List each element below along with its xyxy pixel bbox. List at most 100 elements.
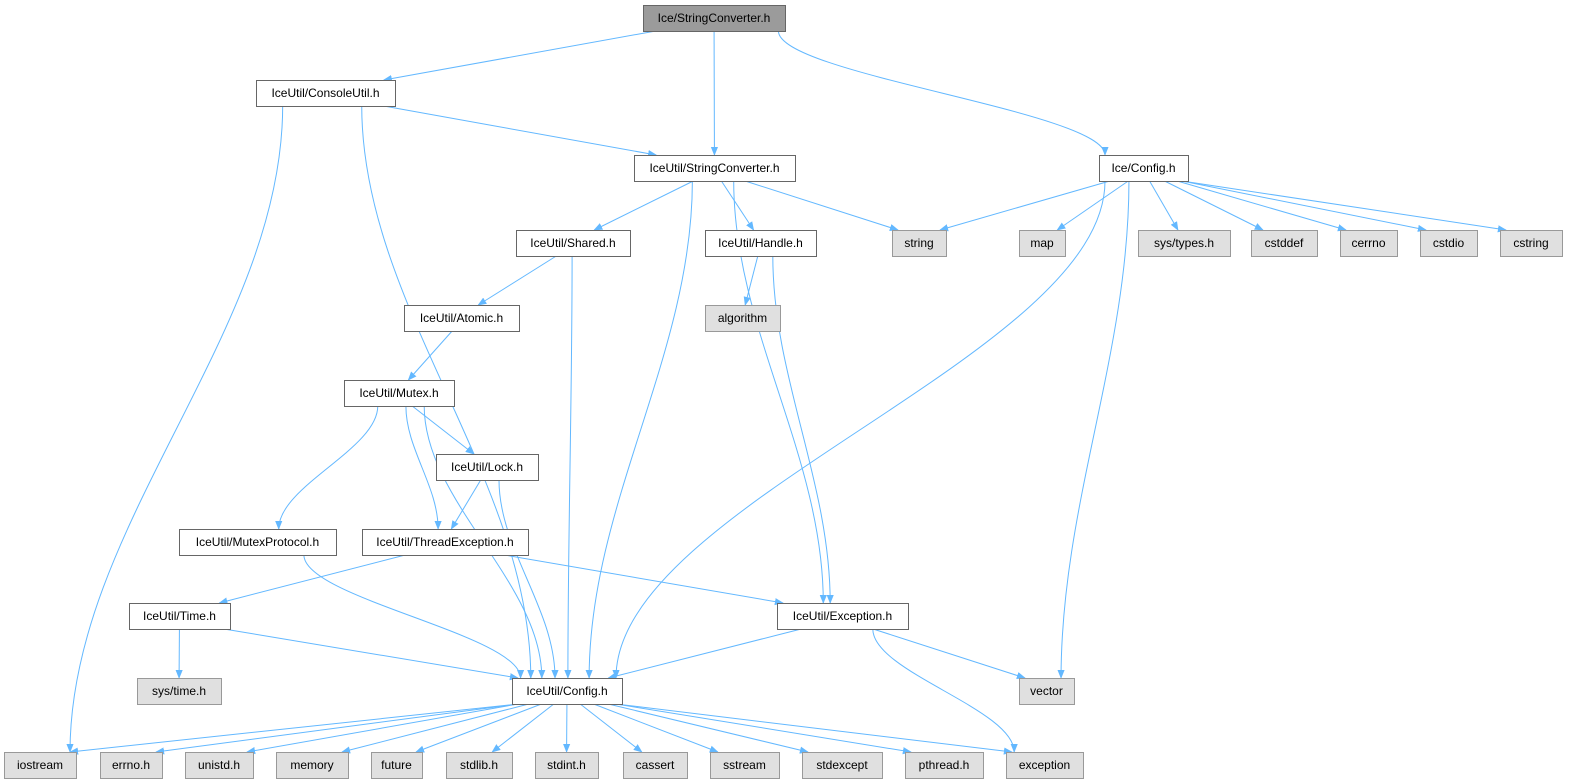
node-label: IceUtil/Time.h (143, 609, 216, 623)
node-root[interactable]: Ice/StringConverter.h (643, 5, 786, 32)
edge-iu_stringconv-to-handle (720, 180, 755, 231)
node-label: IceUtil/Exception.h (793, 609, 892, 623)
edge-iu_config-to-memory (341, 703, 529, 754)
edge-atomic-to-mutex (407, 330, 453, 381)
edge-ice_config-to-cstring (1181, 180, 1507, 233)
node-label: IceUtil/Shared.h (530, 236, 615, 250)
node-mutex[interactable]: IceUtil/Mutex.h (344, 380, 455, 407)
node-label: cstdio (1433, 236, 1465, 250)
node-errno: errno.h (100, 752, 163, 779)
node-label: sstream (723, 758, 766, 772)
node-label: pthread.h (919, 758, 970, 772)
node-string: string (892, 230, 947, 257)
node-label: stdint.h (547, 758, 586, 772)
edge-ice_config-to-iu_config (612, 180, 1106, 679)
node-label: IceUtil/Lock.h (451, 460, 523, 474)
node-label: IceUtil/Handle.h (718, 236, 803, 250)
node-cstddef: cstddef (1251, 230, 1318, 257)
node-ice_config[interactable]: Ice/Config.h (1099, 155, 1189, 182)
node-time[interactable]: IceUtil/Time.h (129, 603, 231, 630)
node-label: string (904, 236, 933, 250)
edge-iu_config-to-pthread (615, 703, 912, 755)
edge-mutex-to-threadexc (405, 405, 442, 530)
node-vector: vector (1019, 678, 1075, 705)
edge-threadexc-to-time (218, 554, 406, 605)
edge-ice_config-to-cerrno (1177, 180, 1347, 232)
graph-edges (66, 30, 1507, 755)
node-label: errno.h (112, 758, 150, 772)
node-label: future (381, 758, 412, 772)
edge-exception_h-to-exception (872, 628, 1018, 753)
node-shared[interactable]: IceUtil/Shared.h (516, 230, 631, 257)
edge-iu_config-to-iostream (69, 703, 519, 755)
edge-time-to-iu_config (223, 628, 519, 681)
node-iu_config[interactable]: IceUtil/Config.h (512, 678, 623, 705)
edge-ice_config-to-cstddef (1164, 180, 1264, 231)
node-handle[interactable]: IceUtil/Handle.h (705, 230, 817, 257)
node-atomic[interactable]: IceUtil/Atomic.h (404, 305, 520, 332)
edge-iu_stringconv-to-string (745, 180, 899, 231)
edge-iu_config-to-future (415, 703, 542, 753)
node-label: unistd.h (198, 758, 240, 772)
node-label: cassert (636, 758, 675, 772)
node-iu_stringconv[interactable]: IceUtil/StringConverter.h (634, 155, 796, 182)
node-cassert: cassert (623, 752, 688, 779)
node-consoleutil[interactable]: IceUtil/ConsoleUtil.h (256, 80, 396, 107)
edge-iu_config-to-exception (615, 703, 1013, 755)
node-pthread: pthread.h (905, 752, 984, 779)
node-cerrno: cerrno (1340, 230, 1398, 257)
node-label: cstring (1513, 236, 1548, 250)
edge-ice_config-to-string (939, 180, 1110, 232)
node-stdexcept: stdexcept (802, 752, 883, 779)
node-label: sys/time.h (152, 684, 206, 698)
node-label: Ice/StringConverter.h (658, 11, 771, 25)
edge-iu_stringconv-to-iu_config (585, 180, 693, 679)
node-label: sys/types.h (1154, 236, 1214, 250)
edge-handle-to-algorithm (743, 255, 759, 306)
node-label: map (1030, 236, 1054, 250)
edge-consoleutil-to-iostream (66, 105, 284, 753)
node-label: IceUtil/MutexProtocol.h (196, 535, 319, 549)
edge-threadexc-to-exception_h (504, 554, 784, 606)
edge-iu_config-to-sstream (593, 703, 719, 753)
node-stdlib: stdlib.h (446, 752, 513, 779)
node-label: algorithm (718, 311, 767, 325)
node-memory: memory (276, 752, 349, 779)
node-label: IceUtil/Config.h (526, 684, 607, 698)
edge-ice_config-to-systypes (1149, 180, 1179, 231)
node-label: IceUtil/Mutex.h (359, 386, 438, 400)
node-label: exception (1019, 758, 1070, 772)
node-label: IceUtil/Atomic.h (420, 311, 503, 325)
node-cstdio: cstdio (1420, 230, 1478, 257)
node-label: stdexcept (816, 758, 868, 772)
node-threadexc[interactable]: IceUtil/ThreadException.h (362, 529, 529, 556)
node-mutexprotocol[interactable]: IceUtil/MutexProtocol.h (179, 529, 337, 556)
node-label: stdlib.h (460, 758, 498, 772)
node-unistd: unistd.h (185, 752, 254, 779)
graph-nodes: Ice/StringConverter.hIceUtil/ConsoleUtil… (4, 5, 1563, 779)
edge-root-to-consoleutil (382, 30, 656, 83)
node-label: memory (290, 758, 333, 772)
edge-lock-to-threadexc (450, 479, 482, 530)
edge-consoleutil-to-iu_stringconv (383, 105, 658, 158)
node-map: map (1019, 230, 1066, 257)
node-systypes: sys/types.h (1138, 230, 1231, 257)
node-sstream: sstream (710, 752, 780, 779)
node-cstring: cstring (1500, 230, 1563, 257)
edge-iu_config-to-errno (155, 703, 519, 755)
edge-mutex-to-mutexprotocol (275, 405, 379, 530)
node-algorithm: algorithm (705, 305, 781, 332)
node-label: iostream (17, 758, 63, 772)
node-exception_h[interactable]: IceUtil/Exception.h (777, 603, 909, 630)
node-iostream: iostream (4, 752, 77, 779)
edge-mutexprotocol-to-iu_config (303, 554, 525, 679)
node-systime: sys/time.h (137, 678, 222, 705)
node-lock[interactable]: IceUtil/Lock.h (436, 454, 539, 481)
node-label: IceUtil/ConsoleUtil.h (271, 86, 379, 100)
edge-iu_config-to-stdexcept (608, 703, 809, 754)
edge-root-to-ice_config (777, 30, 1109, 156)
node-label: IceUtil/ThreadException.h (376, 535, 513, 549)
edge-ice_config-to-cstdio (1181, 180, 1427, 232)
edge-exception_h-to-iu_config (607, 628, 802, 680)
